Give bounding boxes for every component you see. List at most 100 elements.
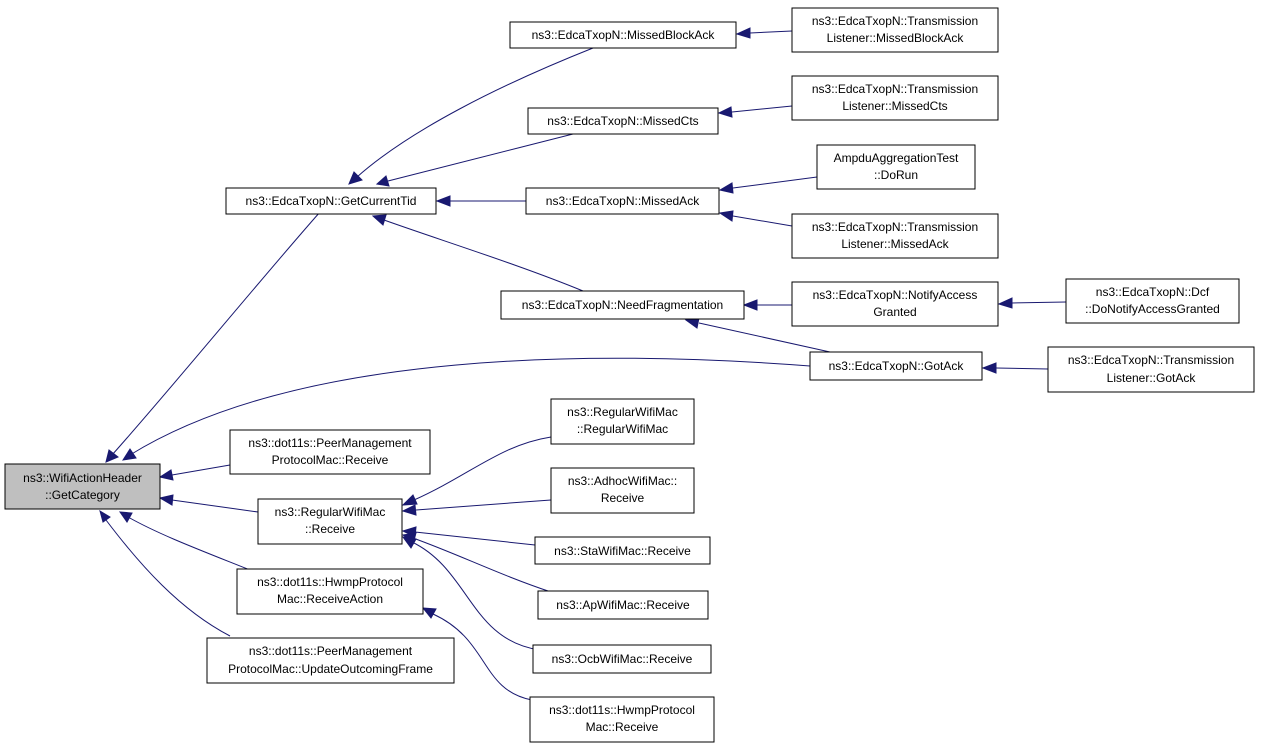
node-apwifimac-receive[interactable]: ns3::ApWifiMac::Receive — [537, 590, 709, 620]
node-edcatxopn-missedack[interactable]: ns3::EdcaTxopN::MissedAck — [525, 187, 720, 215]
node-label: ns3::OcbWifiMac::Receive — [552, 652, 693, 666]
node-label: ns3::dot11s::PeerManagement — [249, 644, 413, 658]
arrowhead — [118, 511, 133, 523]
edge-regularwifimac-receive-to-getcategory — [171, 499, 259, 513]
arrowhead — [421, 607, 437, 619]
node-label: ns3::EdcaTxopN::Dcf — [1096, 285, 1210, 299]
arrowhead — [401, 494, 418, 506]
arrowhead — [105, 449, 119, 463]
node-regularwifimac-regularwifimac[interactable]: ns3::RegularWifiMac ::RegularWifiMac — [550, 398, 695, 445]
node-label: ns3::EdcaTxopN::NotifyAccess — [813, 288, 978, 302]
node-regularwifimac-receive[interactable]: ns3::RegularWifiMac ::Receive — [257, 498, 403, 545]
node-label: ns3::dot11s::HwmpProtocol — [549, 703, 695, 717]
edge-donotifyaccessgranted-to-notifyaccess — [1011, 301, 1067, 304]
arrowhead — [158, 494, 174, 506]
edge-gotack-to-getcategory — [129, 357, 811, 456]
node-label: ns3::EdcaTxopN::NeedFragmentation — [522, 298, 723, 312]
arrowhead — [735, 27, 751, 39]
node-hwmpprotocolmac-receiveaction[interactable]: ns3::dot11s::HwmpProtocol Mac::ReceiveAc… — [236, 568, 424, 615]
arrowhead — [401, 504, 417, 516]
node-label: ns3::EdcaTxopN::MissedCts — [547, 114, 698, 128]
node-edcatxopn-getcurrenttid[interactable]: ns3::EdcaTxopN::GetCurrentTid — [225, 187, 437, 215]
node-label: Listener::MissedCts — [842, 99, 947, 113]
edge-ap-receive-to-receive — [412, 537, 552, 593]
edge-peermgmt-update-to-getcategory — [105, 519, 231, 637]
node-label: ns3::EdcaTxopN::MissedAck — [546, 194, 700, 208]
arrowhead — [158, 469, 174, 481]
edge-tl-missedcts-to-missedcts — [731, 105, 793, 113]
edge-missedblockack-to-getcurrenttid — [356, 47, 594, 178]
node-label: ns3::RegularWifiMac — [567, 405, 678, 419]
node-ampduaggregationtest-dorun[interactable]: AmpduAggregationTest ::DoRun — [816, 144, 976, 190]
edge-gotack-to-needfragmentation — [698, 322, 831, 353]
node-label: Mac::ReceiveAction — [277, 592, 383, 606]
node-edcatxopn-missedblockack[interactable]: ns3::EdcaTxopN::MissedBlockAck — [509, 21, 737, 49]
edge-tl-missedack-to-missedack — [732, 215, 793, 227]
nodes: ns3::WifiActionHeader ::GetCategory ns3:… — [4, 7, 1255, 743]
node-label: ns3::EdcaTxopN::GotAck — [829, 359, 965, 373]
edge-tl-missedblockack-to-missedblockack — [749, 30, 793, 34]
node-dcf-donotifyaccessgranted[interactable]: ns3::EdcaTxopN::Dcf ::DoNotifyAccessGran… — [1065, 278, 1240, 324]
node-peermanagement-updateoutcomingframe[interactable]: ns3::dot11s::PeerManagement ProtocolMac:… — [206, 637, 455, 684]
node-ocbwifimac-receive[interactable]: ns3::OcbWifiMac::Receive — [532, 644, 712, 674]
edge-needfragmentation-to-getcurrenttid — [383, 219, 584, 292]
node-label: ns3::EdcaTxopN::GetCurrentTid — [246, 194, 417, 208]
node-transmissionlistener-missedblockack[interactable]: ns3::EdcaTxopN::Transmission Listener::M… — [791, 7, 999, 53]
arrowhead — [742, 299, 758, 311]
node-label: ::DoRun — [874, 168, 918, 182]
node-label: ::RegularWifiMac — [577, 422, 668, 436]
node-label: ProtocolMac::Receive — [272, 453, 389, 467]
edge-tl-gotack-to-gotack — [995, 367, 1049, 370]
node-label: ns3::dot11s::PeerManagement — [248, 436, 412, 450]
node-adhocwifimac-receive[interactable]: ns3::AdhocWifiMac:: Receive — [550, 467, 695, 514]
node-label: ns3::EdcaTxopN::Transmission — [812, 14, 978, 28]
node-wifiactionheader-getcategory[interactable]: ns3::WifiActionHeader ::GetCategory — [4, 463, 161, 510]
node-hwmpprotocolmac-receive[interactable]: ns3::dot11s::HwmpProtocol Mac::Receive — [529, 696, 715, 743]
node-label: ns3::ApWifiMac::Receive — [556, 598, 690, 612]
arrowhead — [435, 195, 451, 207]
node-label: Granted — [873, 305, 916, 319]
node-label: ProtocolMac::UpdateOutcomingFrame — [228, 662, 433, 676]
node-transmissionlistener-missedack[interactable]: ns3::EdcaTxopN::Transmission Listener::M… — [791, 213, 999, 259]
node-label: Receive — [601, 491, 645, 505]
edge-regularwifimac-ctor-to-receive — [413, 436, 552, 501]
edge-ampdu-dorun-to-missedack — [732, 176, 818, 189]
arrowhead — [717, 106, 733, 118]
edge-getcurrenttid-to-getcategory — [111, 211, 321, 456]
node-label: ns3::StaWifiMac::Receive — [554, 544, 691, 558]
node-label: Mac::Receive — [586, 720, 659, 734]
node-transmissionlistener-gotack[interactable]: ns3::EdcaTxopN::Transmission Listener::G… — [1047, 346, 1255, 393]
node-label: ns3::EdcaTxopN::MissedBlockAck — [532, 28, 716, 42]
node-label: Listener::MissedBlockAck — [827, 31, 965, 45]
arrowhead — [348, 171, 363, 185]
edge-sta-receive-to-receive — [414, 531, 536, 546]
arrowhead — [997, 297, 1013, 309]
node-edcatxopn-notifyaccessgranted[interactable]: ns3::EdcaTxopN::NotifyAccess Granted — [791, 281, 999, 327]
arrowhead — [99, 509, 111, 523]
node-peermanagement-receive[interactable]: ns3::dot11s::PeerManagement ProtocolMac:… — [229, 429, 431, 475]
node-edcatxopn-missedcts[interactable]: ns3::EdcaTxopN::MissedCts — [527, 107, 719, 135]
arrowhead — [981, 362, 997, 374]
edge-ocb-receive-to-receive — [411, 541, 541, 651]
node-label: ns3::EdcaTxopN::Transmission — [1068, 353, 1234, 367]
node-label: AmpduAggregationTest — [834, 151, 959, 165]
node-label: ::DoNotifyAccessGranted — [1085, 302, 1220, 316]
edges — [99, 27, 1067, 701]
node-transmissionlistener-missedcts[interactable]: ns3::EdcaTxopN::Transmission Listener::M… — [791, 75, 999, 121]
edge-peermgmt-receive-to-getcategory — [171, 464, 231, 476]
node-label: Listener::GotAck — [1107, 371, 1197, 385]
node-stawifimac-receive[interactable]: ns3::StaWifiMac::Receive — [534, 536, 711, 565]
arrowhead — [371, 214, 387, 226]
edge-hwmp-receive-to-receiveaction — [432, 613, 533, 701]
arrowhead — [375, 175, 390, 187]
node-label: ::GetCategory — [45, 488, 120, 502]
node-label: Listener::MissedAck — [841, 237, 949, 251]
edge-hwmp-receiveaction-to-getcategory — [127, 516, 251, 571]
node-label: ns3::dot11s::HwmpProtocol — [257, 575, 403, 589]
node-label: ns3::RegularWifiMac — [275, 505, 386, 519]
arrowhead — [121, 448, 137, 461]
node-edcatxopn-needfragmentation[interactable]: ns3::EdcaTxopN::NeedFragmentation — [500, 290, 745, 320]
edge-adhoc-receive-to-receive — [415, 499, 552, 511]
node-edcatxopn-gotack[interactable]: ns3::EdcaTxopN::GotAck — [809, 351, 983, 381]
